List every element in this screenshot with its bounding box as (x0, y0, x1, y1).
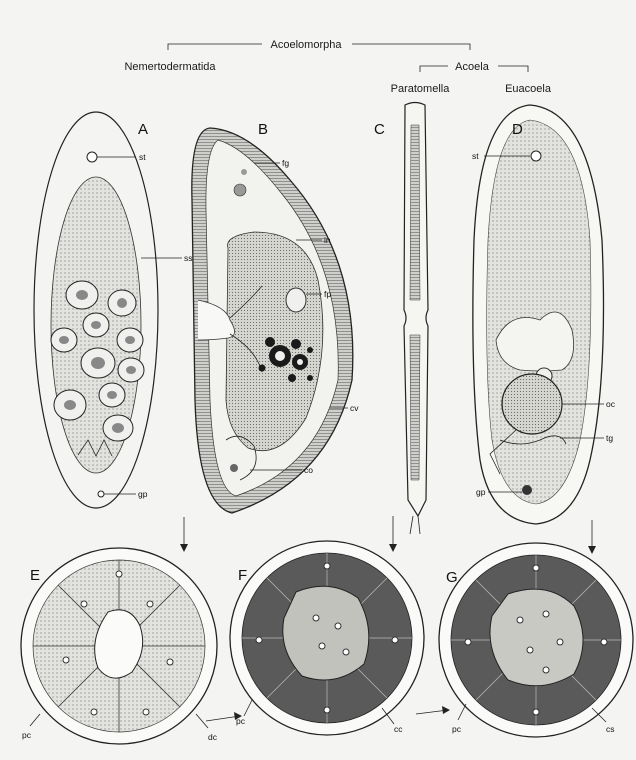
abbr-d-tg: tg (606, 433, 613, 443)
panel-label-b: B (258, 121, 268, 138)
abbr-b-fg: fg (282, 158, 289, 168)
panel-label-g: G (446, 569, 458, 586)
header-bracket: Acoelomorpha Nemertodermatida Acoela Par… (124, 39, 551, 95)
title-acoelomorpha: Acoelomorpha (271, 39, 343, 51)
abbr-g-pc: pc (452, 724, 462, 734)
abbr-b-co: co (304, 465, 313, 475)
abbr-g-cs: cs (606, 724, 615, 734)
panel-e-drawing (21, 548, 217, 744)
abbr-b-fp: fp (324, 289, 331, 299)
title-paratomella: Paratomella (391, 83, 451, 95)
abbr-d-oc: oc (606, 399, 616, 409)
panel-a-drawing (34, 112, 182, 508)
abbr-d-gp: gp (476, 487, 486, 497)
panel-label-a: A (138, 121, 148, 138)
abbr-e-dc: dc (208, 732, 218, 742)
abbr-e-pc: pc (22, 730, 32, 740)
panel-label-f: F (238, 567, 247, 584)
title-euacoela: Euacoela (505, 83, 552, 95)
title-nemertodermatida: Nemertodermatida (124, 61, 216, 73)
abbr-f-pc: pc (236, 716, 246, 726)
panel-b-drawing (192, 128, 353, 513)
panel-f-drawing (230, 541, 424, 735)
panel-label-c: C (374, 121, 385, 138)
abbr-d-st: st (472, 151, 479, 161)
abbr-a-ss: ss (184, 253, 193, 263)
panel-d-drawing (473, 105, 604, 524)
abbr-a-st: st (139, 152, 146, 162)
abbr-b-in: in (324, 235, 331, 245)
title-acoela: Acoela (455, 61, 490, 73)
abbr-a-gp: gp (138, 489, 148, 499)
panel-label-e: E (30, 567, 40, 584)
abbr-f-cc: cc (394, 724, 403, 734)
arrow-f-to-g-head (442, 706, 450, 714)
abbr-b-cv: cv (350, 403, 359, 413)
panel-label-d: D (512, 121, 523, 138)
panel-c-drawing (404, 103, 428, 535)
panel-g-drawing (439, 543, 633, 737)
